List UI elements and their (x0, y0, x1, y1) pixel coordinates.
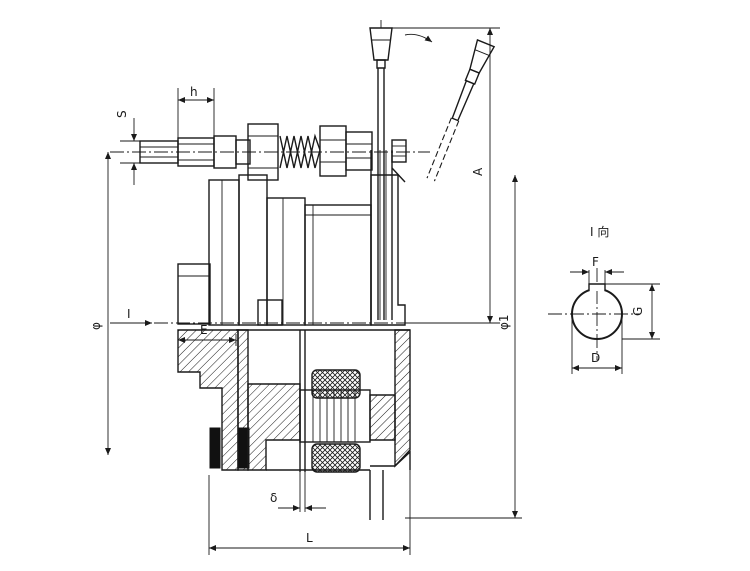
dim-label-phi: φ (89, 322, 103, 330)
clutch-body (177, 174, 406, 326)
dimension-lines (105, 27, 522, 555)
dim-label-d: D (591, 351, 600, 365)
view-i-shaft-section (570, 269, 660, 374)
adjusting-rod (139, 123, 407, 181)
dim-label-delta: δ (270, 491, 277, 505)
view-title: I 向 (590, 224, 609, 239)
sectional-view (177, 329, 411, 520)
dim-label-g: G (631, 307, 645, 316)
dim-label-e: E (200, 323, 208, 337)
dim-label-phi1: φ1 (497, 314, 511, 330)
dim-label-s: S (115, 110, 129, 118)
dim-label-i: I (127, 307, 131, 321)
dim-label-f: F (592, 255, 599, 269)
dim-label-h: h (190, 85, 198, 99)
dim-label-l: L (306, 531, 313, 545)
center-lines (110, 151, 640, 360)
dim-label-a: A (471, 167, 485, 176)
